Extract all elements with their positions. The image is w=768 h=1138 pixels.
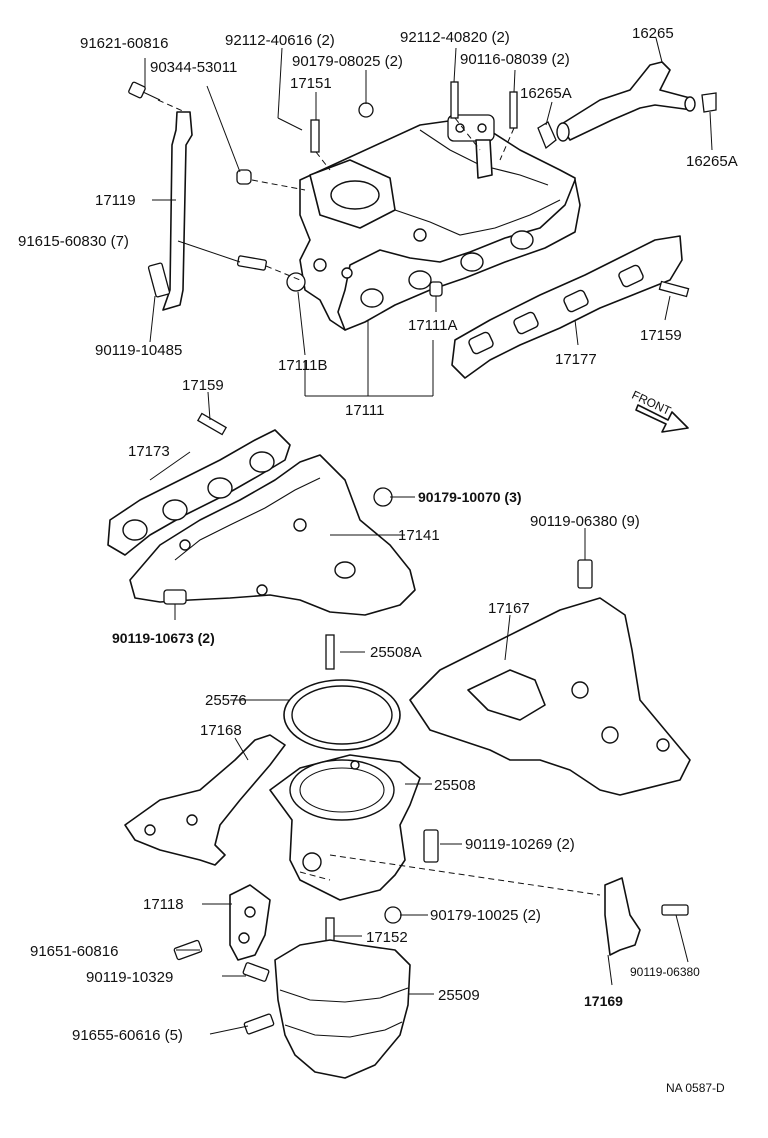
- label-90119-10673: 90119-10673 (2): [112, 630, 215, 646]
- bolt-90119-06380-9: [577, 559, 593, 589]
- bolt-90119-10329: [242, 962, 270, 982]
- leader-lines: [144, 37, 713, 1035]
- stud-25508A: [325, 634, 335, 670]
- reference-code: NA 0587-D: [666, 1081, 725, 1095]
- bolt-90119-10673: [163, 589, 187, 605]
- label-90119-10485: 90119-10485: [95, 342, 182, 359]
- part-labels: 91621-60816 92112-40616 (2) 92112-40820 …: [18, 25, 738, 1095]
- label-25508A: 25508A: [370, 644, 422, 661]
- label-17169: 17169: [584, 993, 623, 1009]
- label-17159-mid: 17159: [182, 377, 224, 394]
- hose-clamp-16265A-left: [537, 121, 557, 150]
- label-25509: 25509: [438, 987, 480, 1004]
- label-17141: 17141: [398, 527, 440, 544]
- intake-manifold-17111: [299, 114, 581, 331]
- bolt-91615-60830: [237, 255, 267, 271]
- label-17167: 17167: [488, 600, 530, 617]
- label-16265A-right: 16265A: [686, 153, 738, 170]
- label-17177: 17177: [555, 351, 597, 368]
- stud-92112-40616: [277, 117, 303, 131]
- label-17111: 17111: [345, 402, 385, 419]
- bracket-17169: [604, 877, 641, 956]
- stud-90116-08039: [509, 91, 518, 129]
- heat-insulator-17167: [409, 597, 691, 796]
- label-92112-40820: 92112-40820 (2): [400, 29, 510, 46]
- exhaust-gasket-17173: [107, 429, 291, 556]
- plug-17111A: [429, 281, 443, 297]
- nut-90179-08025: [358, 102, 374, 118]
- label-17119: 17119: [95, 192, 136, 209]
- label-17159-top: 17159: [640, 327, 682, 344]
- bracket-17168: [124, 734, 286, 866]
- label-17118: 17118: [143, 896, 184, 913]
- label-90119-10269: 90119-10269 (2): [465, 836, 575, 853]
- label-90179-08025: 90179-08025 (2): [292, 53, 403, 70]
- label-90179-10025: 90179-10025 (2): [430, 907, 541, 924]
- label-91655-60616: 91655-60616 (5): [72, 1027, 183, 1044]
- stud-17159-mid: [196, 412, 228, 436]
- label-90119-10329: 90119-10329: [86, 969, 173, 986]
- nut-90179-10025: [384, 906, 402, 924]
- heat-insulator-25509: [274, 939, 411, 1079]
- label-92112-40616: 92112-40616 (2): [225, 32, 335, 49]
- bolt-91621-60816: [128, 81, 161, 101]
- label-17152: 17152: [366, 929, 408, 946]
- hose-16265: [556, 61, 696, 142]
- label-17151: 17151: [290, 75, 332, 92]
- nut-17111B: [286, 272, 306, 292]
- label-90179-10070: 90179-10070 (3): [418, 489, 522, 505]
- label-91651-60816: 91651-60816: [30, 943, 118, 960]
- label-91615-60830: 91615-60830 (7): [18, 233, 129, 250]
- stud-17159-right: [658, 280, 690, 298]
- label-17111B: 17111B: [278, 357, 328, 374]
- bolt-90119-06380: [661, 904, 689, 916]
- label-90344-53011: 90344-53011: [150, 59, 237, 76]
- label-17168: 17168: [200, 722, 242, 739]
- bolt-91655-60616: [243, 1013, 275, 1035]
- label-17173: 17173: [128, 443, 170, 460]
- label-90119-06380-9: 90119-06380 (9): [530, 513, 640, 530]
- hose-clamp-16265A-right: [701, 92, 717, 113]
- label-16265: 16265: [632, 25, 674, 42]
- nut-90179-10070: [373, 487, 393, 507]
- bolt-90119-10269: [423, 829, 439, 863]
- bolt-90119-10485: [147, 262, 171, 298]
- intake-gasket-17177: [451, 235, 683, 379]
- front-arrow-icon: [635, 404, 689, 433]
- plug-90344-53011: [236, 169, 252, 185]
- converter-25508: [269, 754, 421, 901]
- label-90116-08039: 90116-08039 (2): [460, 51, 570, 68]
- label-16265A-top: 16265A: [520, 85, 572, 102]
- stud-17151: [310, 119, 320, 153]
- label-25508: 25508: [434, 777, 476, 794]
- exhaust-manifold-17141: [129, 454, 416, 616]
- gasket-ring-25576: [283, 679, 401, 751]
- label-91621-60816: 91621-60816: [80, 35, 168, 52]
- manifold-stay-17119: [162, 111, 193, 311]
- label-17111A: 17111A: [408, 317, 458, 334]
- label-25576: 25576: [205, 692, 247, 709]
- label-90119-06380: 90119-06380: [630, 965, 700, 979]
- stud-92112-40820: [450, 81, 459, 119]
- bracket-17118: [229, 884, 271, 961]
